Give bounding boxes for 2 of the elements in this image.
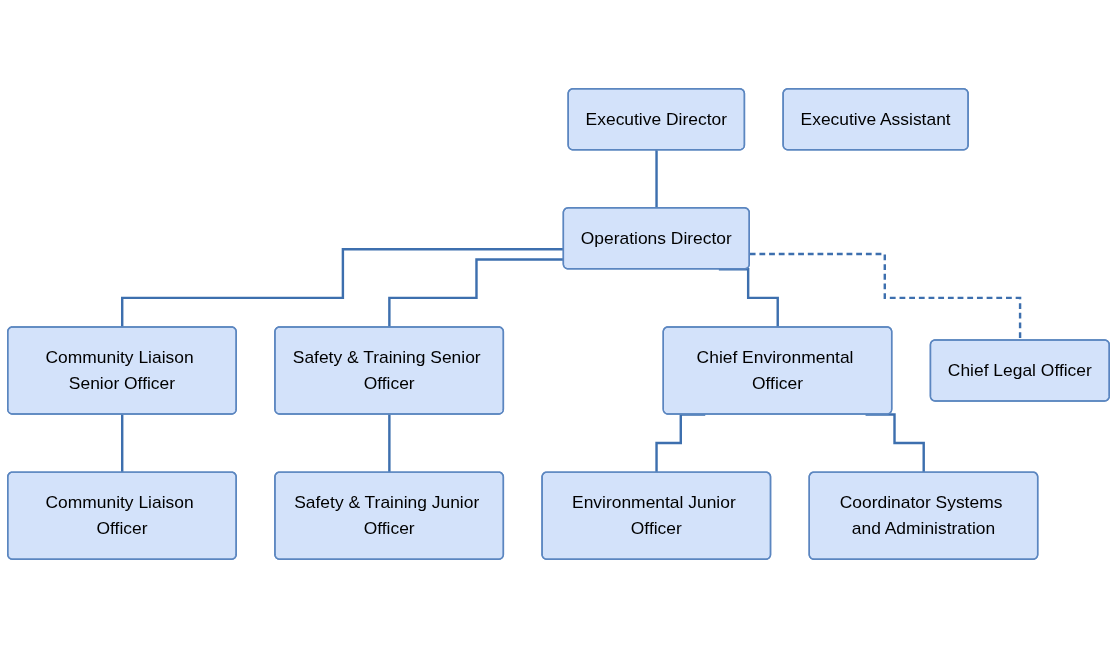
connector bbox=[388, 413, 391, 474]
connector bbox=[121, 413, 124, 474]
